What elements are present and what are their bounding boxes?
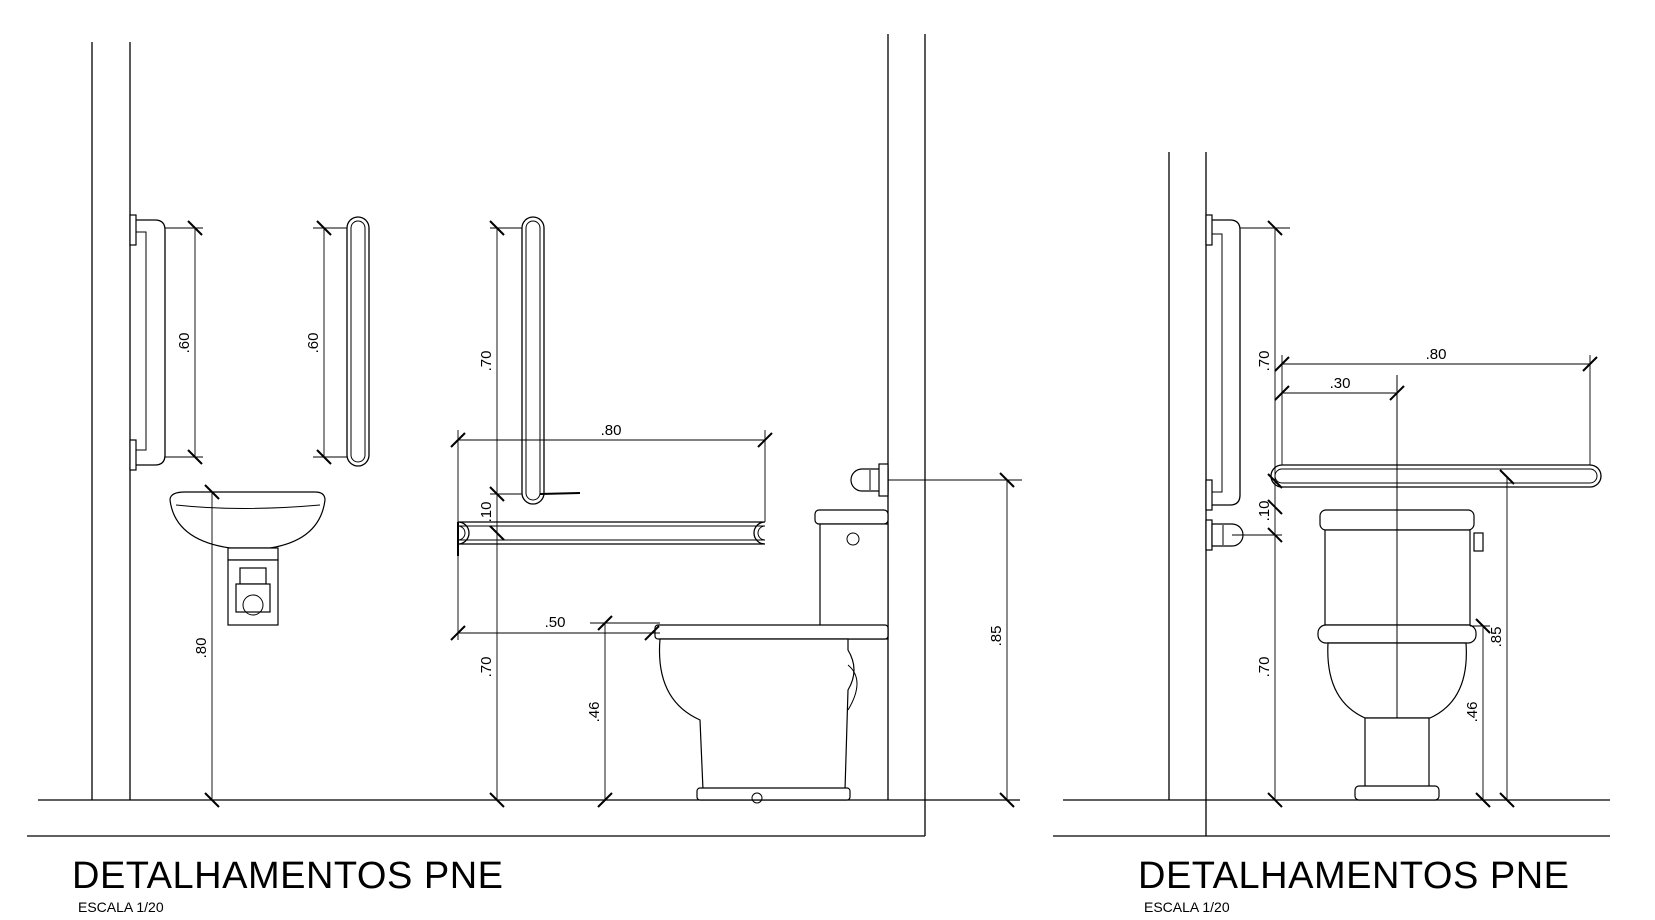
dim-sink-height: .80 bbox=[193, 638, 210, 659]
toilet bbox=[654, 509, 889, 804]
dim-bar-gap: .10 bbox=[478, 502, 495, 523]
left-elevation: .60 .60 .70 .80 .10 .50 .70 .46 .80 .85 bbox=[27, 34, 1022, 837]
dim-r-bar-length: .80 bbox=[1426, 346, 1447, 363]
vertical-grab-bar-1 bbox=[346, 216, 370, 467]
right-elevation: .80 .30 .70 .10 .70 .46 .85 bbox=[1053, 152, 1610, 837]
dim-bar-horizontal: .80 bbox=[601, 422, 622, 439]
left-dimension-lines bbox=[165, 220, 1015, 808]
dim-offset: .50 bbox=[545, 614, 566, 631]
dim-bar-short-1: .60 bbox=[176, 333, 193, 354]
left-walls bbox=[27, 34, 1020, 837]
left-drawing-scale: ESCALA 1/20 bbox=[78, 899, 164, 915]
dim-seat-height: .46 bbox=[586, 702, 603, 723]
right-drawing-scale: ESCALA 1/20 bbox=[1144, 899, 1230, 915]
right-wall-grab-bar-side bbox=[1205, 214, 1241, 511]
dim-flush-height: .85 bbox=[988, 626, 1005, 647]
right-drawing-title: DETALHAMENTOS PNE bbox=[1138, 855, 1570, 897]
right-horizontal-grab-bar bbox=[1270, 464, 1602, 488]
left-drawing-title: DETALHAMENTOS PNE bbox=[72, 855, 504, 897]
right-walls bbox=[1053, 152, 1610, 837]
right-toilet bbox=[1317, 375, 1484, 801]
sink bbox=[169, 491, 326, 626]
dim-r-bar-vertical: .70 bbox=[1256, 351, 1273, 372]
right-dimension-lines bbox=[1240, 220, 1598, 808]
dim-r-bar-gap: .10 bbox=[1256, 501, 1273, 522]
vertical-grab-bar-2 bbox=[521, 216, 581, 505]
flush-valve bbox=[850, 463, 1022, 497]
dim-bar-short-2: .60 bbox=[305, 333, 322, 354]
dim-r-bar-axis-offset: .30 bbox=[1330, 375, 1351, 392]
wall-grab-bar-side bbox=[129, 214, 166, 471]
dim-bar-vertical: .70 bbox=[478, 351, 495, 372]
dim-r-flush-height: .85 bbox=[1488, 627, 1505, 648]
dim-r-seat-height: .46 bbox=[1464, 702, 1481, 723]
dim-floor-to-bar: .70 bbox=[478, 657, 495, 678]
dim-r-floor-to-bar: .70 bbox=[1256, 657, 1273, 678]
right-flush-valve bbox=[1205, 519, 1282, 551]
